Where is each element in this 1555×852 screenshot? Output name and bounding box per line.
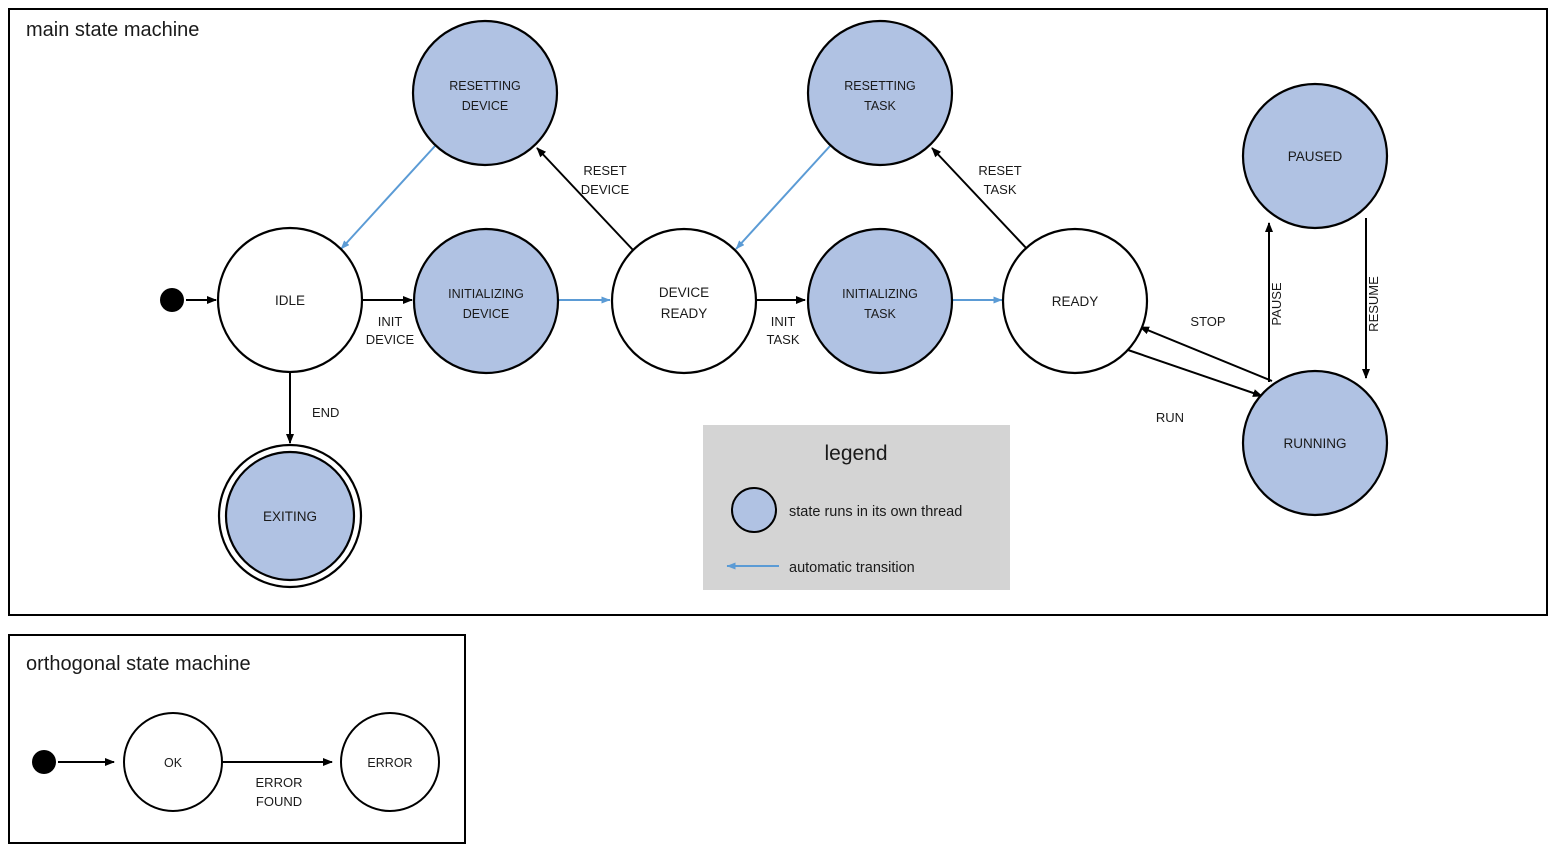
- state-resetting-device-circle[interactable]: [411, 19, 559, 167]
- state-resetting-task-label-line1: RESETTING: [844, 79, 916, 93]
- state-initializing-task[interactable]: INITIALIZING TASK: [806, 227, 954, 375]
- state-device-ready-label-line2: READY: [661, 306, 708, 321]
- legend-title: legend: [824, 442, 887, 465]
- state-running[interactable]: RUNNING: [1241, 369, 1389, 517]
- edge-resetting-device-to-idle: [340, 145, 436, 250]
- state-device-ready-label-line1: DEVICE: [659, 285, 709, 300]
- state-error-label: ERROR: [367, 756, 412, 770]
- main-transitions: [186, 145, 1370, 444]
- main-states: IDLE RESETTING DEVICE INITIALIZING DEVIC…: [160, 19, 1389, 589]
- state-ok[interactable]: OK: [123, 712, 223, 812]
- edge-ready-to-running: [1127, 349, 1263, 397]
- state-initializing-device[interactable]: INITIALIZING DEVICE: [412, 227, 560, 375]
- edge-label-reset-device-line1: RESET: [583, 163, 626, 178]
- edge-label-end: END: [312, 405, 339, 420]
- state-initializing-task-circle[interactable]: [806, 227, 954, 375]
- state-device-ready[interactable]: DEVICE READY: [610, 227, 758, 375]
- orthogonal-initial-state-dot: [32, 750, 56, 774]
- state-resetting-task-circle[interactable]: [806, 19, 954, 167]
- state-idle[interactable]: IDLE: [216, 226, 364, 374]
- state-ready-label: READY: [1052, 294, 1099, 309]
- main-panel-title: main state machine: [26, 19, 199, 41]
- legend: legend state runs in its own thread auto…: [703, 425, 1010, 590]
- state-ready[interactable]: READY: [1001, 227, 1149, 375]
- edge-ready-to-resetting-task: [931, 147, 1029, 251]
- state-initializing-task-label-line1: INITIALIZING: [842, 287, 918, 301]
- orthogonal-panel: orthogonal state machine ERROR FOUND OK …: [8, 634, 466, 844]
- edge-label-reset-task-line1: RESET: [978, 163, 1021, 178]
- edge-label-init-device-line1: INIT: [378, 314, 403, 329]
- state-paused-label: PAUSED: [1288, 149, 1343, 164]
- state-ready-circle[interactable]: [1001, 227, 1149, 375]
- state-initializing-device-label-line1: INITIALIZING: [448, 287, 524, 301]
- state-resetting-device-label-line2: DEVICE: [462, 99, 509, 113]
- state-initializing-device-circle[interactable]: [412, 227, 560, 375]
- edge-label-error-found-line2: FOUND: [256, 794, 302, 809]
- edge-label-run: RUN: [1156, 410, 1184, 425]
- state-initializing-device-label-line2: DEVICE: [463, 307, 510, 321]
- state-running-label: RUNNING: [1284, 436, 1347, 451]
- initial-state-dot: [160, 288, 184, 312]
- state-exiting[interactable]: EXITING: [217, 443, 363, 589]
- edge-resetting-task-to-device-ready: [735, 145, 831, 250]
- edge-label-reset-device-line2: DEVICE: [581, 182, 630, 197]
- state-paused-circle[interactable]: [1241, 82, 1389, 230]
- legend-thread-state-text: state runs in its own thread: [789, 504, 962, 520]
- state-exiting-circle[interactable]: [224, 450, 356, 582]
- state-resetting-device[interactable]: RESETTING DEVICE: [411, 19, 559, 167]
- edge-device-ready-to-resetting-device: [536, 147, 634, 251]
- edge-label-pause: PAUSE: [1269, 282, 1284, 325]
- state-ok-circle[interactable]: [123, 712, 223, 812]
- edge-label-init-task-line2: TASK: [767, 332, 800, 347]
- main-edge-labels: INIT DEVICE RESET DEVICE INIT TASK RESET…: [312, 163, 1381, 425]
- state-device-ready-circle[interactable]: [610, 227, 758, 375]
- edge-label-error-found-line1: ERROR: [256, 775, 303, 790]
- state-resetting-task[interactable]: RESETTING TASK: [806, 19, 954, 167]
- edge-label-init-task-line1: INIT: [771, 314, 796, 329]
- edge-label-init-device-line2: DEVICE: [366, 332, 415, 347]
- state-paused[interactable]: PAUSED: [1241, 82, 1389, 230]
- orthogonal-panel-title: orthogonal state machine: [26, 653, 251, 675]
- state-error[interactable]: ERROR: [340, 712, 440, 812]
- state-idle-label: IDLE: [275, 293, 305, 308]
- edge-label-stop: STOP: [1190, 314, 1225, 329]
- legend-thread-state-swatch: [731, 487, 777, 533]
- state-resetting-task-label-line2: TASK: [864, 99, 896, 113]
- edge-label-resume: RESUME: [1366, 276, 1381, 332]
- legend-auto-transition-text: automatic transition: [789, 560, 915, 576]
- state-error-circle[interactable]: [340, 712, 440, 812]
- state-idle-circle[interactable]: [216, 226, 364, 374]
- state-initializing-task-label-line2: TASK: [864, 307, 896, 321]
- state-resetting-device-label-line1: RESETTING: [449, 79, 521, 93]
- edge-label-reset-task-line2: TASK: [984, 182, 1017, 197]
- state-running-circle[interactable]: [1241, 369, 1389, 517]
- state-ok-label: OK: [164, 756, 183, 770]
- state-exiting-label: EXITING: [263, 509, 317, 524]
- edge-running-to-ready: [1139, 326, 1273, 382]
